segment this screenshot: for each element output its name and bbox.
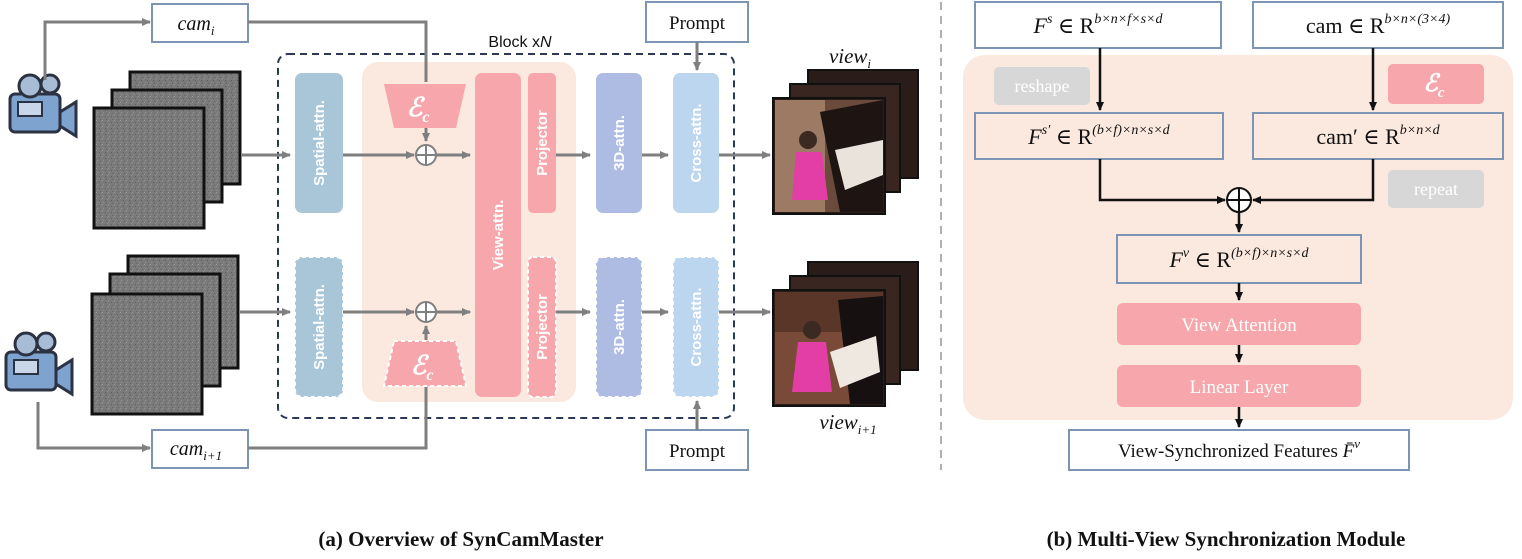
cam-bottom-box xyxy=(151,429,249,469)
encoder-bottom xyxy=(382,340,468,387)
view-attn-block xyxy=(475,73,521,397)
camp-box xyxy=(1252,112,1504,160)
fsp-label: Fs′ ∈ R(b×f)×n×s×d xyxy=(1027,123,1170,149)
encoder-bottom-label: ℰc xyxy=(411,351,434,384)
linear-layer-label: Linear Layer xyxy=(1190,377,1289,398)
linear-layer-block xyxy=(1117,365,1361,407)
cam-box xyxy=(1252,1,1504,49)
cam-top-label: cami xyxy=(178,13,215,38)
cross-attn-top-label: Cross-attn. xyxy=(688,103,705,182)
projector-bottom xyxy=(527,256,557,398)
overview-panel: Block xN cami cami+1 xyxy=(4,1,919,551)
fsp-box xyxy=(974,112,1224,160)
attn-3d-bottom xyxy=(595,256,643,398)
projector-bottom-label: Projector xyxy=(534,294,551,360)
peach-region xyxy=(362,62,576,402)
camera-icon-top xyxy=(8,73,78,139)
prompt-bottom-label: Prompt xyxy=(669,441,726,462)
cam-bottom-label: cami+1 xyxy=(170,438,222,463)
spatial-attn-top-label: Spatial-attn. xyxy=(311,100,328,186)
block-label: Block xN xyxy=(488,34,552,51)
attn-3d-top-label: 3D-attn. xyxy=(611,115,628,171)
cross-attn-bottom-label: Cross-attn. xyxy=(688,287,705,366)
attn-3d-bottom-label: 3D-attn. xyxy=(611,299,628,355)
fs-label: Fs ∈ Rb×n×f×s×d xyxy=(1032,12,1163,38)
reshape-tag xyxy=(994,67,1090,105)
reshape-label: reshape xyxy=(1015,76,1070,96)
sync-module-panel: Fs ∈ Rb×n×f×s×d cam ∈ Rb×n×(3×4) reshape… xyxy=(963,1,1513,551)
repeat-label: repeat xyxy=(1414,179,1458,199)
noise-latents-bottom xyxy=(90,254,240,416)
cam-top-to-encoder xyxy=(248,20,428,82)
repeat-tag xyxy=(1388,170,1484,208)
output-box xyxy=(1068,429,1410,471)
fv-box xyxy=(1116,234,1362,284)
spatial-attn-top xyxy=(295,73,343,213)
spatial-attn-bottom xyxy=(294,256,344,398)
caption-left: (a) Overview of SynCamMaster xyxy=(318,527,603,551)
cam-top-box xyxy=(151,3,249,43)
view-attention-block xyxy=(1117,303,1361,345)
projector-top-label: Projector xyxy=(534,110,551,176)
attn-3d-top xyxy=(596,73,642,213)
cross-attn-bottom xyxy=(672,256,720,398)
cam-bottom-to-encoder xyxy=(248,386,428,450)
encoder-top xyxy=(384,84,466,128)
view-top-label: viewi xyxy=(829,44,871,71)
camp-label: cam′ ∈ Rb×n×d xyxy=(1316,123,1440,149)
output-frames-bottom xyxy=(772,261,919,407)
view-bottom-label: viewi+1 xyxy=(819,410,876,437)
view-attention-label: View Attention xyxy=(1181,315,1297,336)
caption-right: (b) Multi-View Synchronization Module xyxy=(1047,527,1406,551)
arrow-fsp-to-plus xyxy=(1098,159,1226,204)
camera-icon-bottom xyxy=(4,331,74,397)
output-label: View-Synchronized Features F̄v xyxy=(1118,436,1360,462)
plus-top-icon xyxy=(415,144,437,166)
cam-label: cam ∈ Rb×n×(3×4) xyxy=(1306,12,1451,38)
prompt-top-box xyxy=(645,1,749,43)
arrow-camp-to-plus xyxy=(1252,159,1375,204)
noise-latents-top xyxy=(92,70,242,230)
encoder-tag-label: ℰc xyxy=(1423,71,1445,101)
plus-merge-icon xyxy=(1226,187,1252,213)
plus-bottom-icon xyxy=(415,301,437,323)
block-border xyxy=(277,53,735,419)
encoder-tag xyxy=(1388,64,1484,104)
cam-bottom-link xyxy=(36,402,151,452)
prompt-top-label: Prompt xyxy=(669,13,726,34)
fs-box xyxy=(974,1,1222,49)
cam-top-link xyxy=(43,18,151,80)
projector-top xyxy=(528,73,556,213)
encoder-top-label: ℰc xyxy=(407,93,430,126)
view-attn-label: View-attn. xyxy=(490,200,507,271)
spatial-attn-bottom-label: Spatial-attn. xyxy=(311,284,328,370)
cross-attn-top xyxy=(673,73,719,213)
output-frames-top xyxy=(772,69,919,215)
fv-label: Fv ∈ R(b×f)×n×s×d xyxy=(1168,246,1309,272)
